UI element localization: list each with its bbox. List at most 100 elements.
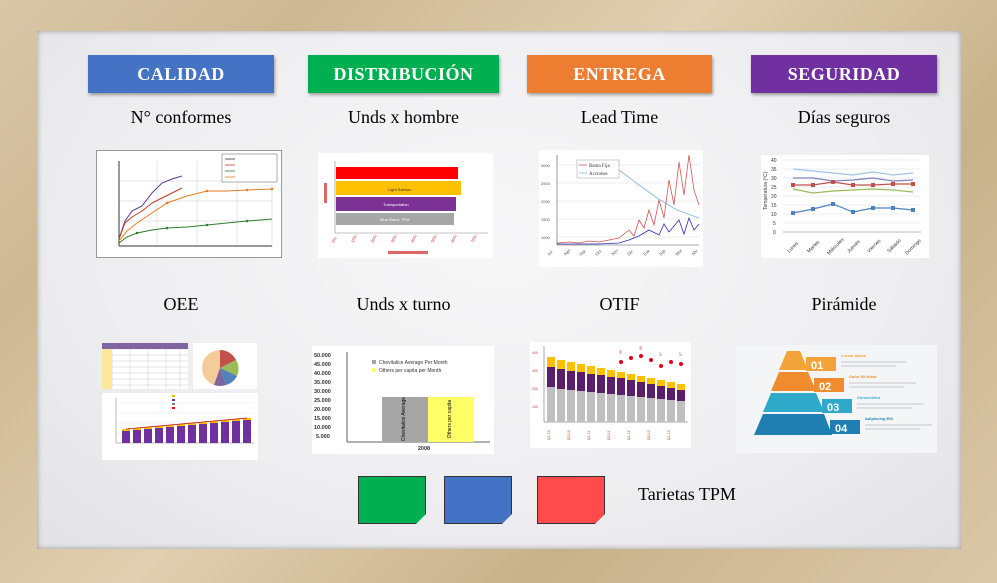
thumbnail-piramide-infographic: 01 02 03 04 Lorem Ipsum Dolor Sit Amet C…	[736, 345, 937, 453]
svg-text:300: 300	[532, 369, 538, 373]
svg-text:1000: 1000	[541, 235, 551, 240]
svg-text:Sábado: Sábado	[886, 238, 903, 255]
svg-text:10%: 10%	[350, 234, 359, 244]
svg-text:Q1-11: Q1-11	[587, 430, 591, 440]
svg-text:02: 02	[819, 381, 831, 393]
svg-text:Q1-10: Q1-10	[547, 430, 551, 440]
n-conformes-chart	[118, 153, 278, 247]
header-entrega: ENTREGA	[527, 55, 712, 93]
svg-text:Transportation: Transportation	[383, 202, 409, 207]
svg-text:Temperatura (ºC): Temperatura (ºC)	[763, 171, 769, 210]
piramide-infographic: 01 02 03 04 Lorem Ipsum Dolor Sit Amet C…	[754, 351, 932, 435]
svg-text:30.000: 30.000	[314, 389, 331, 395]
svg-text:Q3-11: Q3-11	[607, 430, 611, 440]
svg-text:Nov: Nov	[610, 247, 620, 257]
svg-text:50%: 50%	[430, 234, 439, 244]
kpi-label-otif: OTIF	[599, 294, 640, 314]
svg-text:Chevitalice Average Per Month: Chevitalice Average Per Month	[379, 360, 448, 366]
svg-text:Dic: Dic	[626, 249, 634, 257]
svg-text:Dolor Sit Amet: Dolor Sit Amet	[849, 374, 877, 379]
svg-text:20: 20	[771, 194, 777, 200]
svg-text:Q3-12: Q3-12	[647, 430, 651, 440]
tpm-card-red	[537, 476, 605, 524]
thumbnail-otif-chart: 400 300 200 100 99 98 97 97 Q1-10 Q3-10 Q1-11	[530, 342, 691, 448]
kpi-label-unds-x-hombre: Unds x hombre	[348, 107, 459, 127]
svg-text:Renta Fija: Renta Fija	[589, 164, 610, 169]
svg-text:99: 99	[619, 350, 623, 354]
svg-text:30%: 30%	[390, 234, 399, 244]
unds-x-hombre-chart: Light Salmon Transportation Blue Burro: …	[324, 161, 488, 254]
svg-text:Miércoles: Miércoles	[826, 237, 846, 257]
svg-text:Sep: Sep	[578, 248, 587, 257]
svg-text:Blue Burro: TPM: Blue Burro: TPM	[380, 217, 410, 222]
svg-text:2500: 2500	[541, 181, 551, 186]
svg-text:Ene: Ene	[642, 248, 650, 256]
svg-text:3000: 3000	[541, 163, 551, 168]
svg-text:Others per capita per Month: Others per capita per Month	[379, 368, 441, 374]
svg-text:20.000: 20.000	[314, 407, 331, 413]
svg-text:10.000: 10.000	[314, 425, 331, 431]
svg-text:Consectetur: Consectetur	[857, 395, 881, 400]
svg-text:03: 03	[827, 402, 839, 414]
svg-text:10: 10	[771, 212, 777, 218]
svg-text:70%: 70%	[470, 234, 479, 244]
svg-text:40: 40	[771, 158, 777, 164]
svg-text:97: 97	[679, 352, 683, 356]
svg-text:15: 15	[771, 203, 777, 209]
svg-text:5: 5	[773, 221, 776, 227]
tpm-card-green	[358, 476, 426, 524]
svg-text:04: 04	[835, 423, 848, 435]
svg-text:Ago: Ago	[562, 247, 572, 257]
svg-text:50.000: 50.000	[314, 353, 331, 359]
svg-text:35: 35	[771, 167, 777, 173]
svg-text:5.000: 5.000	[316, 434, 330, 440]
kpi-label-lead-time: Lead Time	[580, 107, 659, 127]
header-seguridad: SEGURIDAD	[751, 55, 937, 93]
header-calidad: CALIDAD	[88, 55, 274, 93]
svg-text:Mar: Mar	[674, 248, 683, 257]
thumbnail-n-conformes-chart	[96, 150, 282, 258]
svg-text:2008: 2008	[418, 446, 430, 452]
otif-chart: 400 300 200 100 99 98 97 97 Q1-10 Q3-10 Q1-11	[532, 346, 688, 440]
svg-text:Martes: Martes	[806, 239, 821, 254]
svg-text:Viernes: Viernes	[866, 238, 883, 255]
svg-text:25.000: 25.000	[314, 398, 331, 404]
svg-text:25: 25	[771, 185, 777, 191]
svg-text:Q1-13: Q1-13	[667, 430, 671, 440]
svg-text:Jul: Jul	[546, 249, 554, 257]
svg-text:Chevitalice Average: Chevitalice Average	[401, 397, 407, 441]
kpi-label-piramide: Pirámide	[811, 294, 877, 314]
svg-text:200: 200	[532, 387, 538, 391]
header-distribucion: DISTRIBUCIÓN	[308, 55, 499, 93]
svg-text:15.000: 15.000	[314, 416, 331, 422]
svg-text:0%: 0%	[331, 236, 338, 244]
kpi-label-unds-x-turno: Unds x turno	[356, 294, 451, 314]
tpm-card-blue	[444, 476, 512, 524]
svg-text:0: 0	[773, 230, 776, 236]
svg-text:400: 400	[532, 351, 538, 355]
svg-text:Acciones: Acciones	[589, 172, 608, 177]
svg-text:97: 97	[659, 352, 663, 356]
svg-text:20%: 20%	[370, 234, 379, 244]
svg-text:Q3-10: Q3-10	[567, 430, 571, 440]
oee-dashboard	[102, 343, 258, 460]
tpm-cards-label: Tarietas TPM	[638, 484, 736, 504]
svg-text:Jueves: Jueves	[846, 239, 862, 255]
svg-text:Q1-12: Q1-12	[627, 430, 631, 440]
thumbnail-unds-x-hombre-chart: Light Salmon Transportation Blue Burro: …	[318, 153, 493, 258]
whiteboard	[37, 31, 961, 549]
svg-text:98: 98	[639, 346, 643, 350]
svg-text:45.000: 45.000	[314, 362, 331, 368]
thumbnail-oee-dashboard	[102, 343, 258, 460]
svg-text:Light Salmon: Light Salmon	[388, 187, 411, 192]
svg-text:100: 100	[532, 405, 538, 409]
svg-text:2000: 2000	[541, 199, 551, 204]
kpi-label-oee: OEE	[163, 294, 199, 314]
svg-text:Domingo: Domingo	[904, 238, 923, 257]
